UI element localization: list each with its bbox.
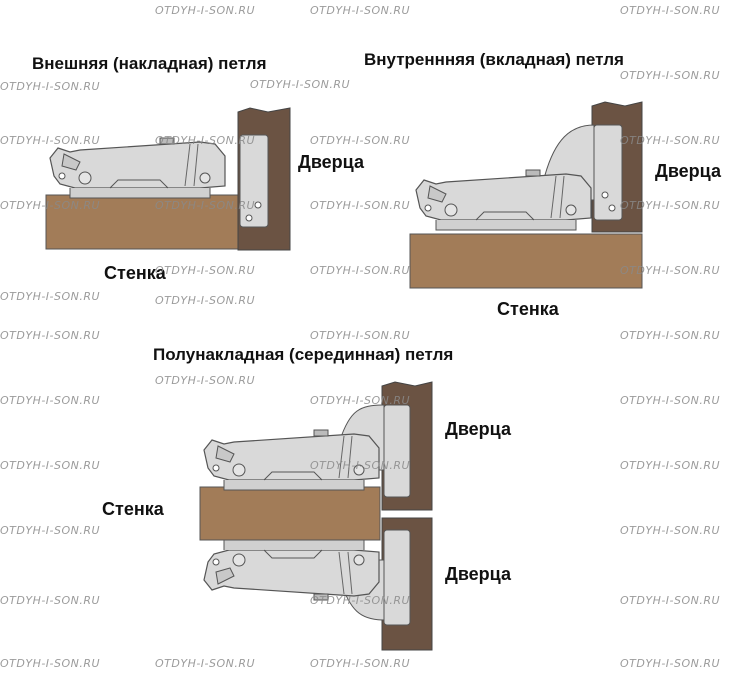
inset-hinge-title: Внутреннняя (вкладная) петля [364,50,624,69]
watermark-text: OTDYH-I-SON.RU [620,594,721,607]
inset-hinge-figure [409,101,643,289]
watermark-text: OTDYH-I-SON.RU [310,594,411,607]
watermark-text: OTDYH-I-SON.RU [620,4,721,17]
overlay-hinge-figure [45,107,291,251]
inset-wall-label: Стенка [497,299,559,319]
watermark-text: OTDYH-I-SON.RU [310,329,411,342]
watermark-text: OTDYH-I-SON.RU [620,134,721,147]
watermark-text: OTDYH-I-SON.RU [155,657,256,670]
overlay-door-label: Дверца [298,152,364,172]
wall-panel [409,233,643,289]
watermark-text: OTDYH-I-SON.RU [310,4,411,17]
watermark-text: OTDYH-I-SON.RU [250,78,351,91]
watermark-text: OTDYH-I-SON.RU [0,657,101,670]
watermark-text: OTDYH-I-SON.RU [0,394,101,407]
hinge-arm-bottom [203,539,380,601]
watermark-text: OTDYH-I-SON.RU [0,199,101,212]
overlay-wall-label: Стенка [104,263,166,283]
watermark-text: OTDYH-I-SON.RU [310,657,411,670]
watermark-text: OTDYH-I-SON.RU [620,264,721,277]
half-overlay-door-bottom-label: Дверца [445,564,511,584]
watermark-text: OTDYH-I-SON.RU [310,394,411,407]
watermark-text: OTDYH-I-SON.RU [0,524,101,537]
watermark-text: OTDYH-I-SON.RU [620,329,721,342]
watermark-text: OTDYH-I-SON.RU [155,4,256,17]
watermark-text: OTDYH-I-SON.RU [310,264,411,277]
watermark-text: OTDYH-I-SON.RU [620,394,721,407]
half-overlay-wall-label: Стенка [102,499,164,519]
watermark-text: OTDYH-I-SON.RU [310,199,411,212]
watermark-text: OTDYH-I-SON.RU [310,459,411,472]
watermark-text: OTDYH-I-SON.RU [0,80,101,93]
watermark-text: OTDYH-I-SON.RU [620,199,721,212]
half-overlay-hinge-figure [199,381,433,651]
mounting-plate [239,134,269,228]
inset-door-label: Дверца [655,161,721,181]
watermark-text: OTDYH-I-SON.RU [620,459,721,472]
hinge-arm [49,137,226,199]
watermark-text: OTDYH-I-SON.RU [0,459,101,472]
watermark-text: OTDYH-I-SON.RU [310,134,411,147]
watermark-text: OTDYH-I-SON.RU [620,69,721,82]
watermark-text: OTDYH-I-SON.RU [155,294,256,307]
watermark-text: OTDYH-I-SON.RU [0,134,101,147]
watermark-text: OTDYH-I-SON.RU [155,199,256,212]
watermark-text: OTDYH-I-SON.RU [155,134,256,147]
watermark-text: OTDYH-I-SON.RU [620,524,721,537]
watermark-text: OTDYH-I-SON.RU [0,329,101,342]
half-overlay-hinge-title: Полунакладная (серединная) петля [153,345,454,364]
hinge-arm [415,169,592,231]
watermark-text: OTDYH-I-SON.RU [620,657,721,670]
wall-panel [199,486,381,541]
watermark-text: OTDYH-I-SON.RU [0,594,101,607]
watermark-text: OTDYH-I-SON.RU [155,374,256,387]
watermark-text: OTDYH-I-SON.RU [0,290,101,303]
mounting-plate [593,124,623,221]
half-overlay-door-top-label: Дверца [445,419,511,439]
overlay-hinge-title: Внешняя (накладная) петля [32,54,267,73]
wall-panel [45,194,239,250]
watermark-text: OTDYH-I-SON.RU [155,264,256,277]
